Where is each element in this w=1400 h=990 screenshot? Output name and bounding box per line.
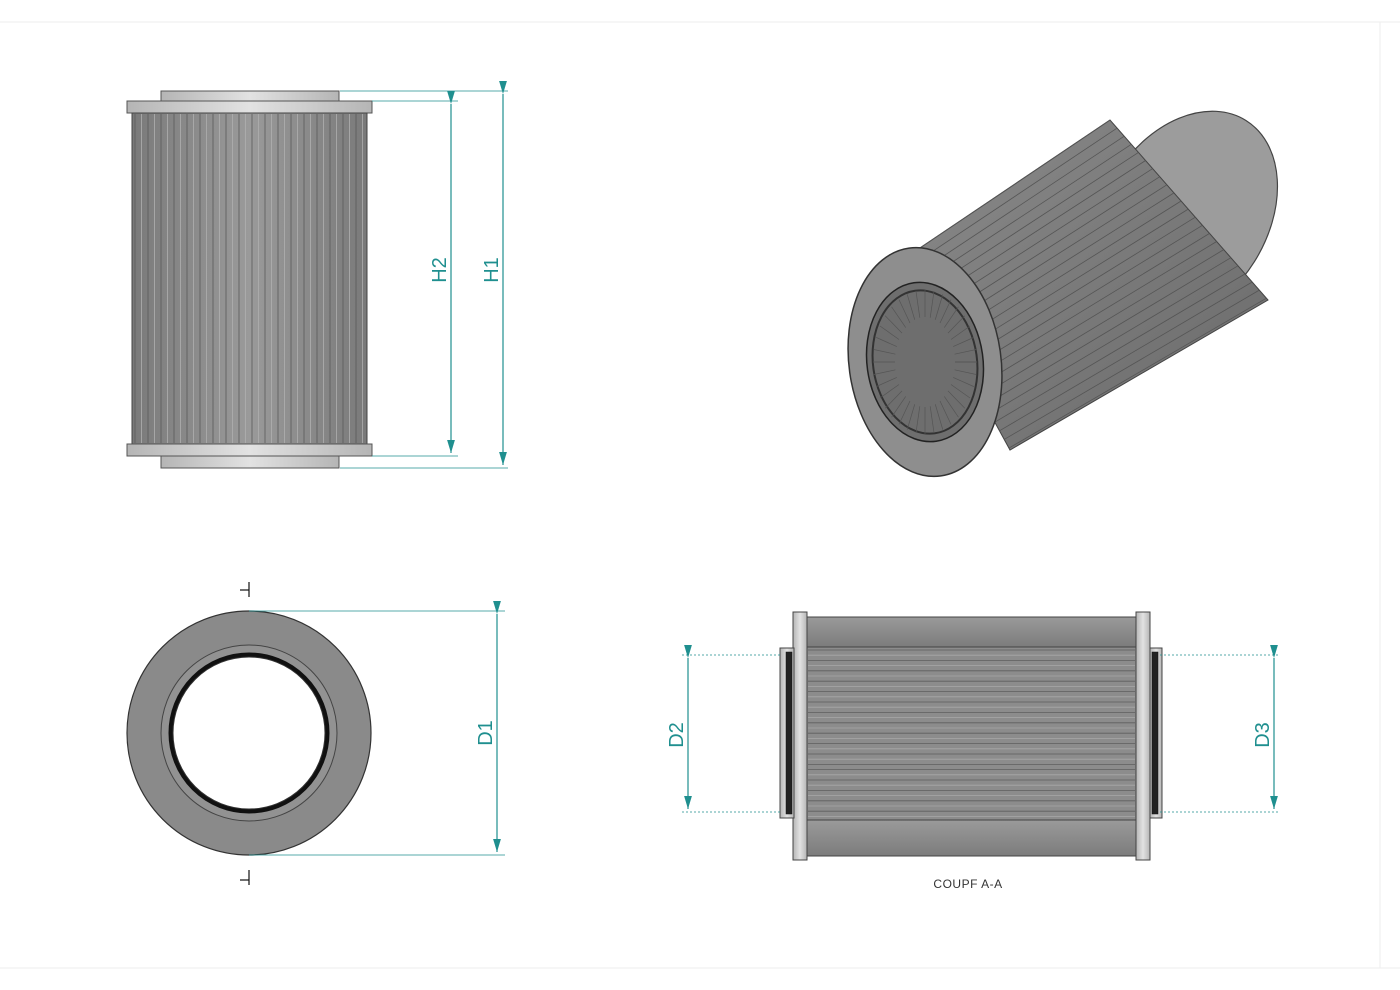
pleat-line xyxy=(898,299,911,324)
pleat-line xyxy=(953,337,975,347)
pleat-line xyxy=(939,400,952,425)
iso-inner-pleat-lines xyxy=(873,290,977,434)
pleat-line xyxy=(1004,289,1260,440)
pleat-line xyxy=(961,216,1196,363)
section-pleat-lines xyxy=(808,649,1135,817)
pleat-line xyxy=(909,127,1118,267)
dimension-d1-label: D1 xyxy=(475,720,497,746)
pleat-line xyxy=(970,233,1210,380)
front-top-spigot xyxy=(160,90,340,102)
iso-front-seal xyxy=(871,289,979,435)
front-view: H2 H1 xyxy=(126,80,508,469)
pleat-line xyxy=(954,349,977,355)
pleat-line xyxy=(873,369,896,375)
pleat-line xyxy=(950,384,971,399)
isometric-view xyxy=(847,110,1279,478)
section-bottom-wall xyxy=(800,819,1145,857)
section-right-seal xyxy=(1151,651,1159,815)
section-top-wall xyxy=(800,616,1145,648)
pleat-line xyxy=(934,294,944,320)
pleat-line xyxy=(980,249,1224,397)
pleat-line xyxy=(891,396,907,418)
pleat-line xyxy=(875,337,897,347)
pleat-line xyxy=(943,306,959,328)
dimension-h1: H1 xyxy=(481,80,507,465)
pleat-line xyxy=(918,143,1132,285)
pleat-line xyxy=(915,406,921,433)
pleat-line xyxy=(975,241,1217,388)
pleat-line xyxy=(943,396,959,418)
pleat-line xyxy=(929,406,935,433)
pleat-line xyxy=(954,369,977,375)
sheet-frame xyxy=(0,21,1400,969)
dimension-d2: D2 xyxy=(666,644,692,809)
pleat-line xyxy=(898,400,911,425)
pleat-line xyxy=(884,315,903,334)
section-left-seal xyxy=(785,651,793,815)
section-marker-top xyxy=(240,582,250,597)
iso-pleat-lines xyxy=(904,119,1267,449)
iso-front-opening xyxy=(865,281,985,443)
pleat-line xyxy=(939,299,952,324)
dimension-d2-label: D2 xyxy=(666,722,688,748)
front-pleated-body xyxy=(131,112,368,445)
pleat-line xyxy=(934,404,944,430)
pleat-line xyxy=(947,390,966,409)
front-bottom-endcap xyxy=(126,443,373,457)
pleat-line xyxy=(999,281,1253,432)
end-bore xyxy=(172,656,326,810)
pleat-line xyxy=(904,119,1111,259)
front-extension-lines xyxy=(340,90,508,469)
dimension-d3: D3 xyxy=(1252,644,1278,809)
section-left-endcap-outer xyxy=(792,611,808,861)
pleat-line xyxy=(915,291,921,318)
section-view: D2 D3 COUPF A-A xyxy=(666,611,1280,891)
dimension-h1-label: H1 xyxy=(481,257,503,283)
pleat-line xyxy=(873,349,896,355)
pleat-line xyxy=(879,325,900,340)
pleat-line xyxy=(966,224,1203,371)
dimension-h2: H2 xyxy=(429,90,455,453)
pleat-line xyxy=(914,135,1125,276)
pleat-line xyxy=(929,291,935,318)
pleat-line xyxy=(989,265,1239,414)
end-extension-lines xyxy=(249,610,505,856)
pleat-line xyxy=(985,257,1232,406)
dimension-d3-label: D3 xyxy=(1252,722,1274,748)
pleat-line xyxy=(906,404,916,430)
pleat-line xyxy=(994,273,1246,423)
pleat-line xyxy=(947,315,966,334)
section-marker-bottom xyxy=(240,870,250,885)
pleat-line xyxy=(879,384,900,399)
front-pleat-lines xyxy=(134,114,363,443)
dimension-h2-label: H2 xyxy=(429,257,451,283)
pleat-line xyxy=(953,377,975,387)
pleat-line xyxy=(1008,297,1267,449)
section-right-endcap-outer xyxy=(1135,611,1151,861)
pleat-line xyxy=(884,390,903,409)
pleat-line xyxy=(875,377,897,387)
dimension-d1: D1 xyxy=(475,600,501,852)
pleat-line xyxy=(906,294,916,320)
section-extension-lines xyxy=(682,654,1280,813)
end-view: D1 xyxy=(126,582,505,885)
pleat-line xyxy=(950,325,971,340)
pleat-line xyxy=(891,306,907,328)
section-caption: COUPF A-A xyxy=(933,877,1002,891)
front-bottom-spigot xyxy=(160,455,340,469)
front-top-endcap xyxy=(126,100,373,114)
